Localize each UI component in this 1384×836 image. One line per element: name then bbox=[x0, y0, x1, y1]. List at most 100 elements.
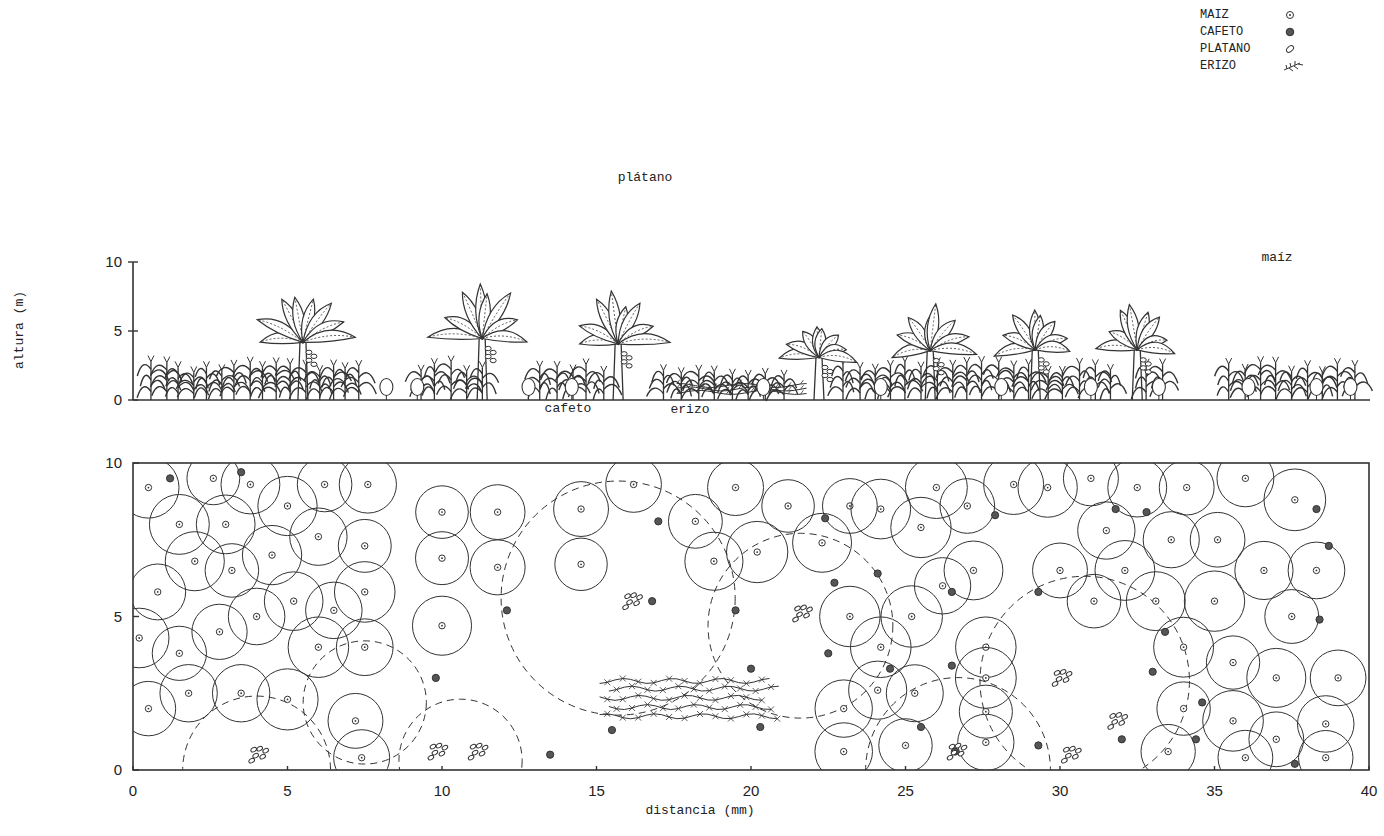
maize-tassel bbox=[1355, 360, 1358, 366]
maize-stem bbox=[150, 362, 151, 400]
tick-label: 5 bbox=[114, 608, 122, 625]
plan-frame bbox=[133, 463, 1369, 770]
tick-label: 5 bbox=[114, 323, 122, 340]
maize-plant bbox=[329, 362, 361, 400]
maize-crown bbox=[881, 586, 942, 647]
maize-crown bbox=[133, 564, 186, 620]
maize-leaf bbox=[955, 387, 967, 398]
maize-symbol-dot bbox=[157, 591, 159, 593]
maize-crown bbox=[149, 494, 209, 554]
banana-symbol bbox=[636, 594, 643, 600]
erizo-spike bbox=[768, 706, 774, 712]
banana-bunch bbox=[490, 358, 496, 362]
maize-leaf bbox=[234, 373, 246, 384]
maize-symbol-dot bbox=[936, 487, 938, 489]
erizo-spike bbox=[800, 380, 803, 384]
maize-plant bbox=[888, 356, 923, 400]
maize-leaf bbox=[541, 369, 558, 380]
banana-symbol bbox=[622, 604, 629, 610]
banana-symbol bbox=[792, 616, 799, 622]
erizo-spike bbox=[660, 687, 666, 693]
maize-symbol bbox=[1214, 537, 1220, 543]
erizo-spike bbox=[620, 715, 626, 721]
coffee-symbol bbox=[831, 579, 838, 586]
erizo-spike bbox=[706, 705, 712, 711]
legend-row: ERIZO bbox=[1200, 57, 1306, 74]
erizo-spike bbox=[682, 715, 688, 721]
maize-symbol-dot bbox=[1013, 484, 1015, 486]
maize-symbol-dot bbox=[1093, 600, 1095, 602]
maize-symbol-dot bbox=[138, 637, 140, 639]
maize-leaf bbox=[176, 380, 193, 388]
maize-leaf bbox=[1062, 384, 1078, 394]
erizo-spike bbox=[706, 688, 712, 694]
maize-tassel bbox=[1289, 366, 1292, 372]
maize-crown bbox=[606, 463, 662, 512]
tick-label: 0 bbox=[129, 783, 137, 800]
maize-leaf bbox=[165, 369, 178, 378]
banana-symbol bbox=[1063, 746, 1070, 752]
maize-leaf bbox=[1278, 380, 1291, 390]
maize-symbol bbox=[983, 739, 989, 745]
maize-symbol bbox=[192, 558, 198, 564]
maize-leaf bbox=[666, 374, 681, 384]
maize-tassel bbox=[1308, 360, 1311, 366]
banana-symbol bbox=[1075, 747, 1082, 753]
maize-leaf bbox=[1110, 384, 1126, 394]
banana-stem bbox=[1132, 350, 1142, 400]
maize-leaf bbox=[1215, 366, 1229, 376]
erizo-spike bbox=[675, 706, 681, 712]
maize-plant bbox=[556, 365, 591, 400]
maize-tassel bbox=[1163, 359, 1166, 365]
coffee-bush bbox=[1084, 379, 1097, 396]
maize-symbol bbox=[284, 696, 290, 702]
maize-tassel bbox=[1258, 356, 1261, 362]
erizo-spike bbox=[739, 390, 742, 394]
erizo-spike bbox=[759, 697, 765, 703]
maize-tassel bbox=[431, 358, 434, 364]
maize-symbol-dot bbox=[1245, 757, 1247, 759]
maize-symbol bbox=[1211, 598, 1217, 604]
erizo-spike bbox=[728, 677, 734, 683]
maize-tassel bbox=[967, 357, 970, 363]
maize-leaf bbox=[279, 387, 290, 397]
erizo-spike bbox=[697, 680, 703, 686]
maize-leaf bbox=[604, 377, 620, 388]
maize-leaf bbox=[953, 365, 967, 375]
erizo-spike bbox=[620, 696, 626, 702]
maize-crown bbox=[1297, 696, 1353, 752]
maize-symbol bbox=[136, 635, 142, 641]
maize-leaf bbox=[1065, 387, 1079, 397]
maize-plant bbox=[1308, 366, 1337, 400]
maize-leaf bbox=[320, 368, 334, 379]
maize-leaf bbox=[235, 376, 250, 386]
maize-tassel bbox=[167, 357, 170, 363]
maize-symbol bbox=[874, 687, 880, 693]
maize-tassel bbox=[950, 360, 953, 366]
erizo-spike bbox=[753, 704, 759, 710]
maize-symbol bbox=[1103, 527, 1109, 533]
maize-symbol bbox=[878, 506, 884, 512]
maize-plant bbox=[588, 366, 622, 400]
maize-plant bbox=[697, 366, 730, 400]
erizo-spike bbox=[739, 385, 742, 389]
maize-symbol-dot bbox=[1325, 723, 1327, 725]
maize-leaf bbox=[310, 380, 320, 389]
maize-crown bbox=[470, 540, 525, 595]
banana-plant bbox=[892, 304, 977, 400]
maize-leaf bbox=[1296, 368, 1307, 379]
maize-symbol-dot bbox=[225, 524, 227, 526]
maize-symbol-dot bbox=[1325, 757, 1327, 759]
coffee-symbol bbox=[608, 726, 615, 733]
banana-bunch bbox=[621, 352, 627, 356]
maize-crown bbox=[1206, 636, 1259, 689]
maize-plant bbox=[1045, 366, 1079, 400]
maize-symbol-dot bbox=[1090, 477, 1092, 479]
maize-leaf bbox=[968, 375, 982, 384]
maize-tassel bbox=[317, 365, 320, 371]
erizo-symbol bbox=[1284, 61, 1303, 71]
coffee-symbol bbox=[1286, 28, 1294, 36]
banana-canopy bbox=[399, 699, 522, 770]
maize-symbol bbox=[1165, 748, 1171, 754]
erizo-spike bbox=[682, 678, 688, 684]
